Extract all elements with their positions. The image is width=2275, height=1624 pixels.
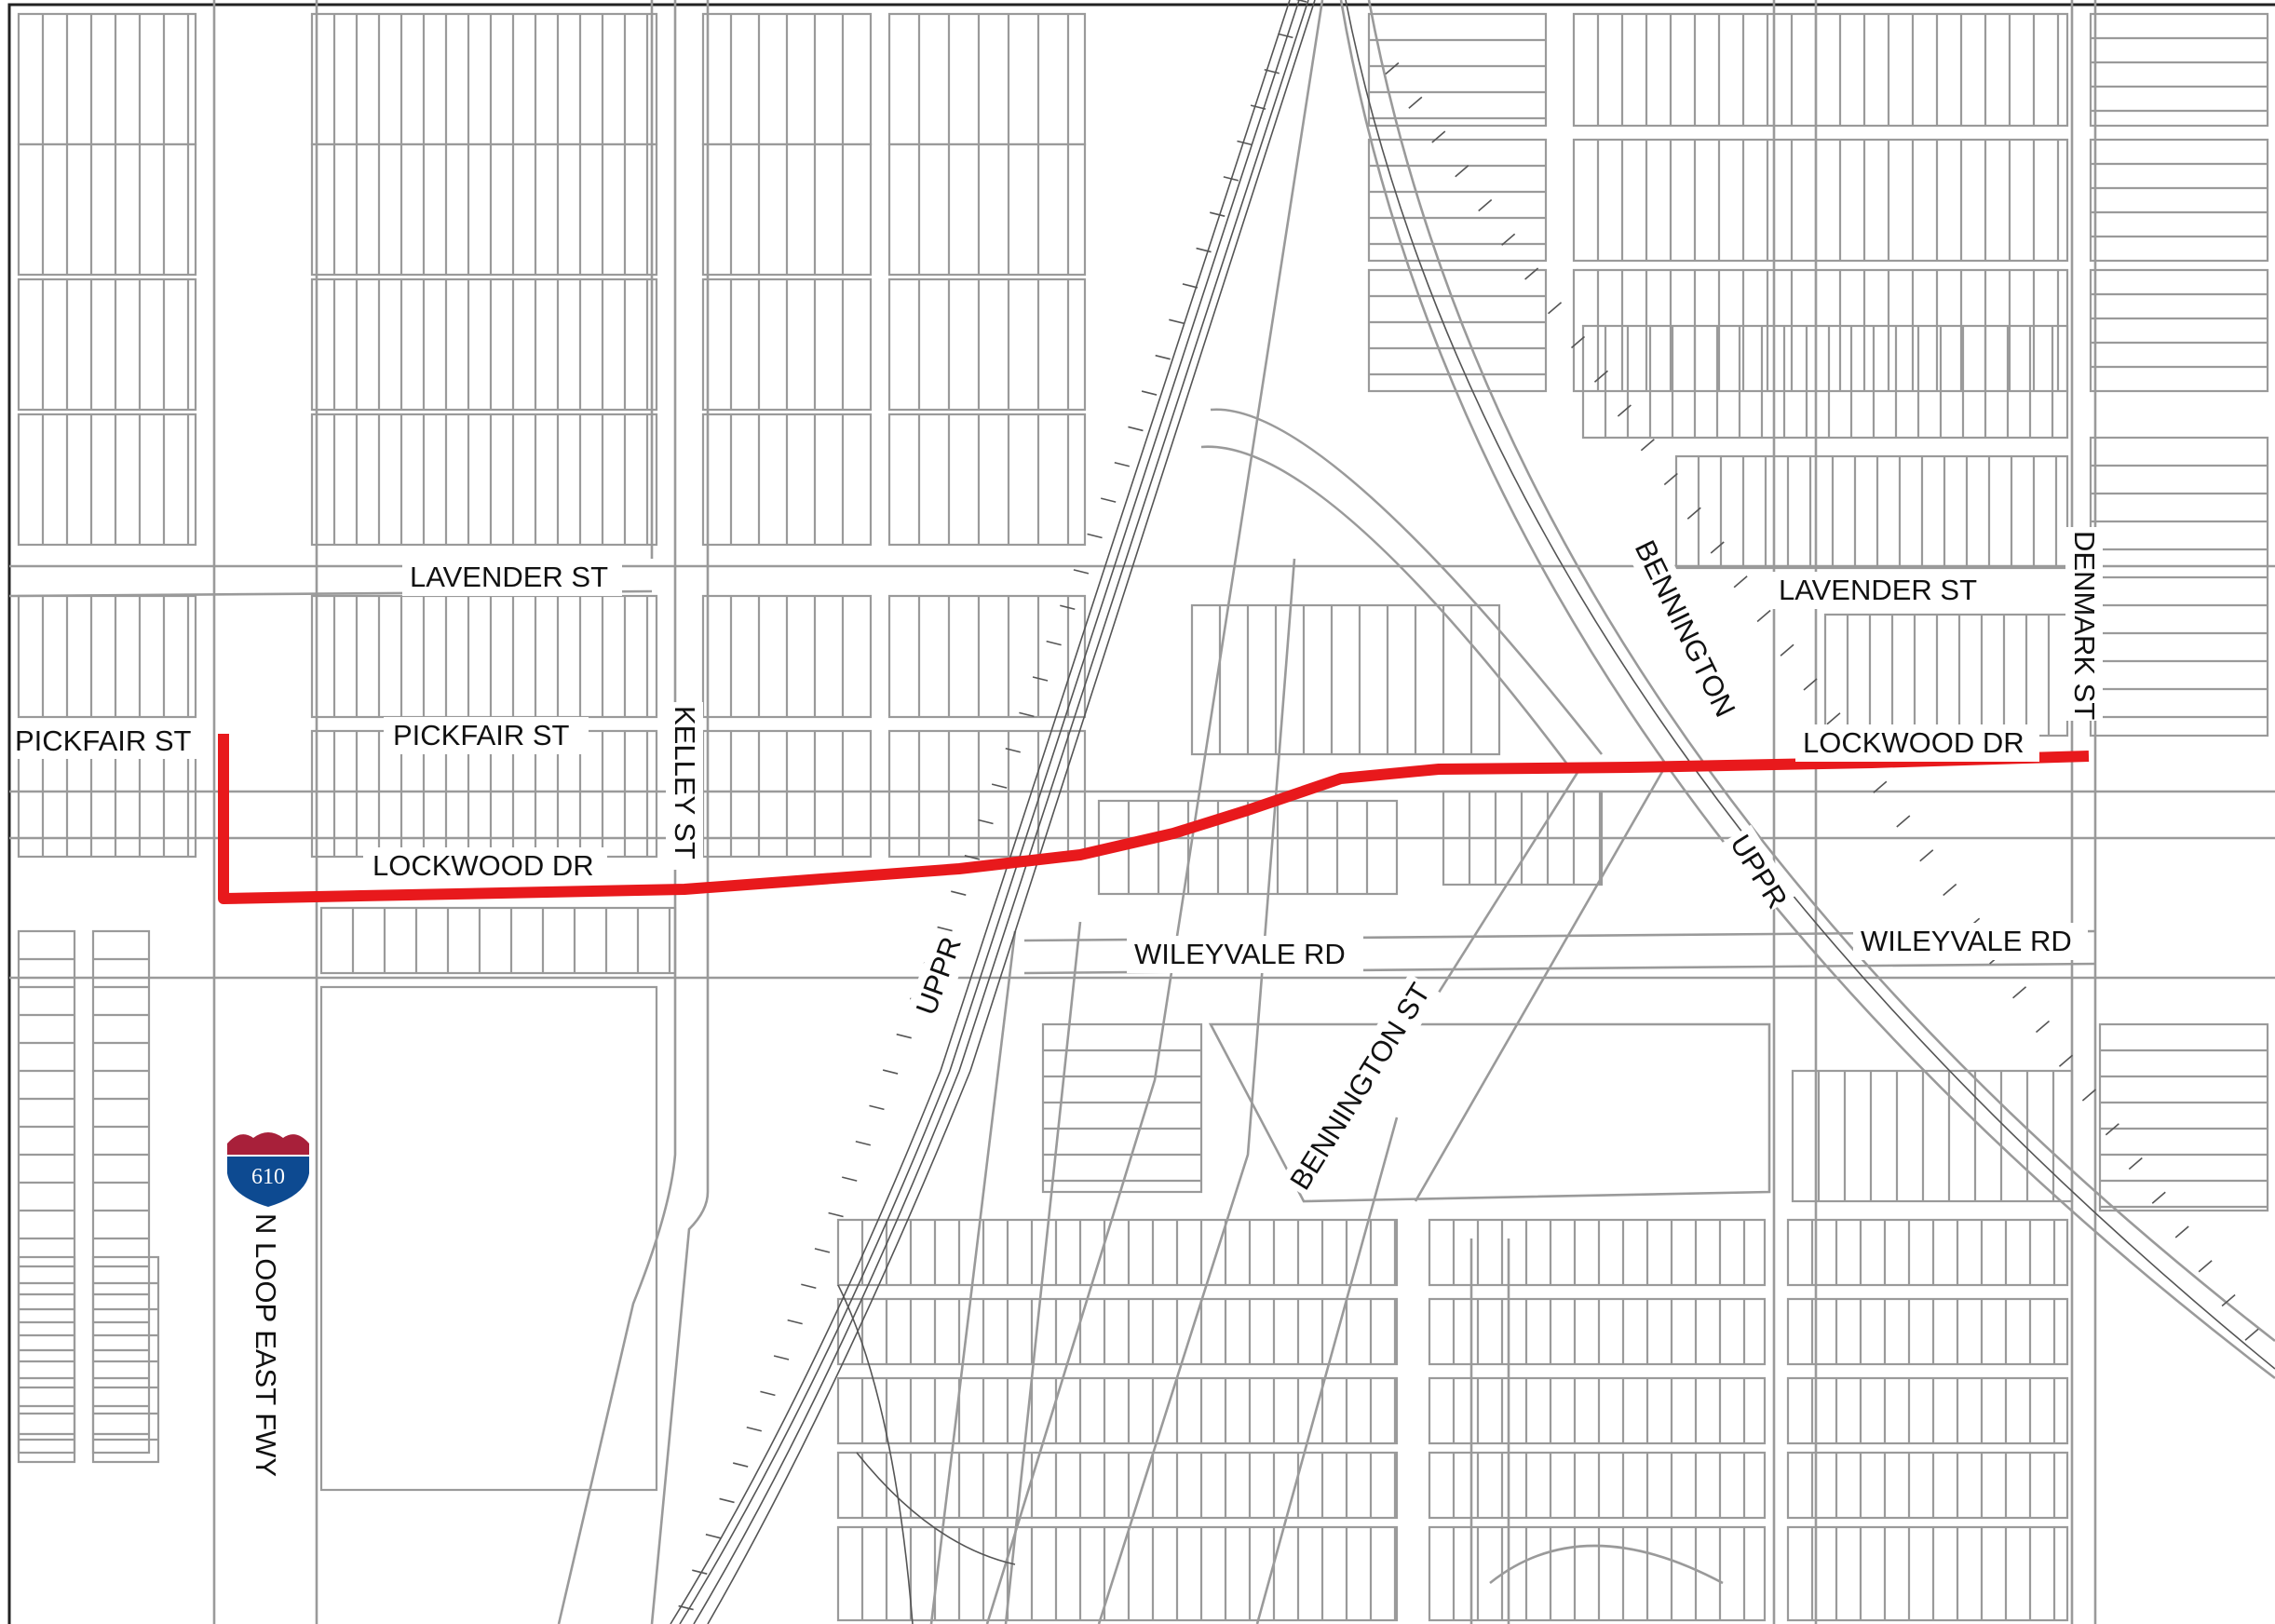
interstate-shield-number: 610	[251, 1165, 285, 1189]
label-lavender-st-west: LAVENDER ST	[402, 559, 622, 596]
label-denmark-st: DENMARK ST	[2065, 527, 2103, 721]
label-kelley-st: KELLEY ST	[666, 702, 703, 870]
denmark-st-text: DENMARK ST	[2068, 531, 2101, 720]
kelley-st-text: KELLEY ST	[669, 706, 701, 859]
highlighted-project-route	[218, 734, 2090, 904]
parcel-grid	[17, 12, 2269, 1622]
wileyvale-rd-east-text: WILEYVALE RD	[1861, 925, 2072, 957]
n-loop-east-fwy-text: N LOOP EAST FWY	[250, 1213, 282, 1477]
label-lavender-st-east: LAVENDER ST	[1772, 572, 1992, 609]
interstate-shield-icon: 610	[227, 1132, 309, 1207]
lockwood-dr-east-text: LOCKWOOD DR	[1803, 726, 2024, 759]
label-pickfair-st-far-west: PICKFAIR ST	[11, 722, 202, 759]
label-wileyvale-rd-west: WILEYVALE RD	[1127, 936, 1363, 973]
label-n-loop-east-fwy: N LOOP EAST FWY	[247, 1210, 284, 1489]
label-lockwood-dr-west: LOCKWOOD DR	[363, 847, 607, 885]
pickfair-st-text: PICKFAIR ST	[393, 719, 570, 751]
label-wileyvale-rd-east: WILEYVALE RD	[1853, 923, 2088, 960]
lockwood-dr-west-text: LOCKWOOD DR	[372, 849, 594, 882]
pickfair-st-far-west-text: PICKFAIR ST	[15, 724, 192, 757]
label-pickfair-st: PICKFAIR ST	[384, 717, 589, 754]
label-lockwood-dr-east: LOCKWOOD DR	[1795, 724, 2039, 762]
lavender-st-east-text: LAVENDER ST	[1779, 574, 1977, 606]
lavender-st-west-text: LAVENDER ST	[410, 561, 608, 593]
wileyvale-rd-west-text: WILEYVALE RD	[1134, 938, 1346, 970]
